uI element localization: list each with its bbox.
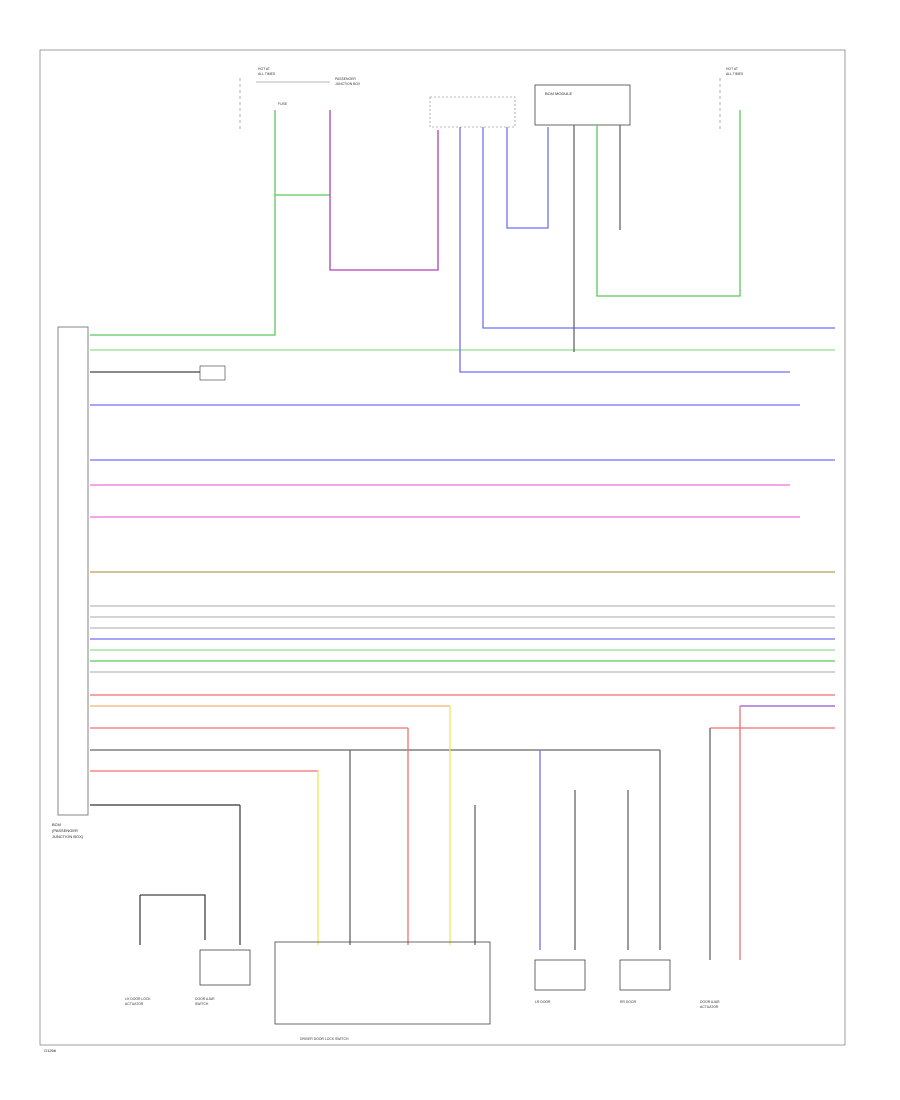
wire-magenta-top [329, 110, 439, 271]
bcm-module-block [57, 326, 89, 816]
br-label-1: LR DOOR [535, 1000, 551, 1004]
driver-lock-switch-label: DRIVER DOOR LOCK SWITCH [300, 1037, 349, 1041]
figure-id: G1266 [44, 1048, 57, 1053]
bl-label-4: SWITCH [195, 1002, 209, 1006]
fuse-right-2: ALL TIMES [726, 72, 744, 76]
lr-door-actuator [534, 959, 586, 991]
bcm-label-a: BCM [52, 822, 61, 827]
driver-lock-switch-box [274, 941, 491, 1025]
wire-blue-2 [482, 127, 835, 329]
lh-door-lock-actuator [199, 949, 251, 986]
fuse-right-1: HOT AT [726, 67, 738, 71]
fuse-label-2: ALL TIMES [258, 72, 276, 76]
wire-blue-3 [506, 127, 549, 229]
fuse-label-4: PASSENGER [335, 77, 356, 81]
wire-blue-1 [459, 127, 790, 373]
wire-green-rt [596, 110, 741, 297]
wire-green-top [90, 110, 276, 336]
fuse-label-3: FUSE [278, 102, 288, 106]
bl-label-1: LH DOOR LOCK [125, 997, 151, 1001]
br-label-2: RR DOOR [620, 1000, 637, 1004]
fuse-label-1: HOT AT [258, 67, 270, 71]
switch-small [199, 365, 226, 381]
bl-label-3: DOOR AJAR [195, 997, 215, 1001]
connector-top-center [429, 96, 516, 128]
top-module-label: BCM MODULE [545, 91, 572, 96]
rr-door-actuator [619, 959, 671, 991]
bcm-label-c: JUNCTION BOX) [52, 834, 84, 839]
bcm-label-b: (PASSENGER [52, 828, 78, 833]
br-label-3: DOOR AJAR [700, 1000, 720, 1004]
wire-dark-bl [140, 894, 206, 940]
bl-label-2: ACTUATOR [125, 1002, 144, 1006]
fuse-label-5: JUNCTION BOX [335, 82, 361, 86]
diagram-border [39, 49, 846, 1046]
br-label-4: ACTUATOR [700, 1005, 719, 1009]
top-module-block [534, 84, 631, 126]
